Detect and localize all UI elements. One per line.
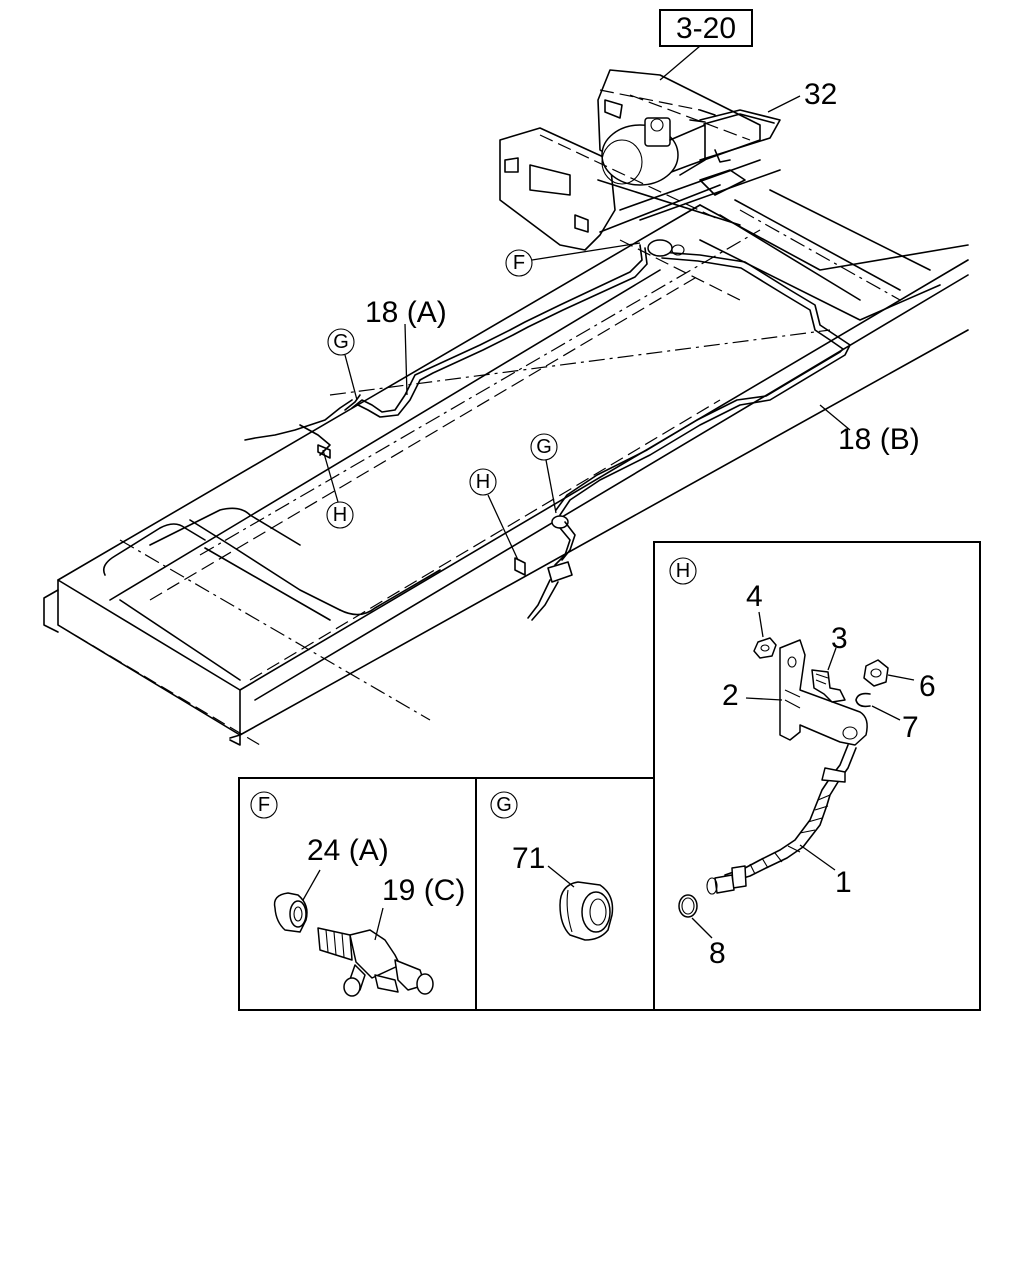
marker-h-upper-letter: H [333, 504, 347, 526]
callout-4-label: 4 [746, 580, 763, 613]
callout-32: 32 [767, 78, 837, 113]
callout-18b-label: 18 (B) [838, 423, 920, 456]
detail-f-panel: F 24 (A) 19 (C) [238, 777, 477, 1011]
callout-71-label: 71 [512, 842, 545, 875]
callout-18a-label: 18 (A) [365, 296, 447, 329]
marker-g-lower-letter: G [536, 436, 552, 458]
callout-7-label: 7 [902, 711, 919, 744]
detail-h-marker: H [676, 560, 690, 582]
callout-19c-label: 19 (C) [382, 874, 465, 907]
callout-3-label: 3 [831, 622, 848, 655]
marker-g-lower: G [530, 433, 558, 514]
marker-f-main-letter: F [513, 252, 525, 274]
chassis-frame [43, 189, 969, 746]
detail-f-marker: F [258, 794, 270, 816]
reference-box: 3-20 [659, 9, 753, 81]
marker-g-upper: G [327, 328, 358, 401]
callout-8-label: 8 [709, 937, 726, 970]
marker-h-lower-letter: H [476, 471, 490, 493]
marker-g-upper-letter: G [333, 331, 349, 353]
callout-1-label: 1 [835, 866, 852, 899]
callout-32-label: 32 [804, 78, 837, 111]
pipe-18b [514, 239, 851, 621]
pipe-18a [244, 244, 648, 459]
callout-6-label: 6 [919, 670, 936, 703]
detail-g-marker: G [496, 794, 512, 816]
reference-box-label: 3-20 [676, 12, 736, 45]
marker-h-lower: H [469, 468, 519, 561]
compressor-assembly [499, 69, 781, 251]
callout-24a-label: 24 (A) [307, 834, 389, 867]
callout-18a: 18 (A) [365, 296, 447, 396]
marker-h-upper: H [322, 449, 354, 529]
callout-18b: 18 (B) [819, 404, 920, 456]
marker-f-main: F [505, 242, 641, 277]
detail-h-panel: H 4 [653, 541, 981, 1011]
callout-2-label: 2 [722, 679, 739, 712]
detail-g-panel: G 71 [475, 777, 655, 1011]
